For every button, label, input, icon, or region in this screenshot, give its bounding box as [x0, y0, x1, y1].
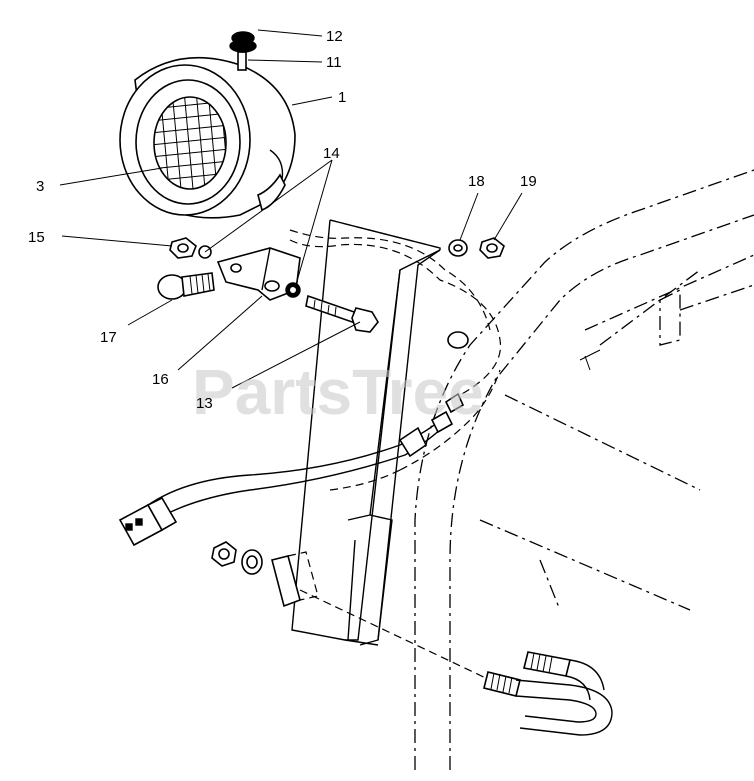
callout-14: 14 — [323, 145, 340, 162]
clamp-block — [271, 551, 491, 681]
callout-11: 11 — [326, 54, 342, 71]
tractor-body-outline — [414, 169, 754, 770]
callout-16: 16 — [152, 371, 169, 388]
washer-18 — [448, 239, 468, 257]
callouts: 12 11 1 14 3 18 19 15 17 16 13 — [28, 28, 537, 412]
lower-nut-washers — [211, 541, 263, 575]
callout-13: 13 — [196, 395, 213, 412]
hex-bolt-13 — [305, 294, 379, 333]
callout-17: 17 — [100, 329, 117, 346]
nut-19 — [479, 237, 505, 259]
lamp-stud — [237, 51, 247, 71]
callout-19: 19 — [520, 173, 537, 190]
lamp-lens-grid — [153, 96, 227, 190]
lamp-bracket — [216, 247, 301, 301]
u-bolt — [483, 651, 613, 736]
nut-15 — [169, 237, 197, 259]
callout-15: 15 — [28, 229, 45, 246]
inline-connectors — [398, 331, 469, 458]
watermark: PartsTree — [192, 356, 484, 428]
leader-lines — [59, 29, 523, 389]
lamp-knob — [229, 31, 257, 53]
callout-1: 1 — [338, 89, 346, 106]
callout-12: 12 — [326, 28, 343, 45]
callout-18: 18 — [468, 173, 485, 190]
carriage-bolt-17 — [157, 272, 215, 300]
work-lamp — [119, 56, 296, 219]
wire-connector — [118, 496, 178, 547]
callout-3: 3 — [36, 178, 44, 195]
